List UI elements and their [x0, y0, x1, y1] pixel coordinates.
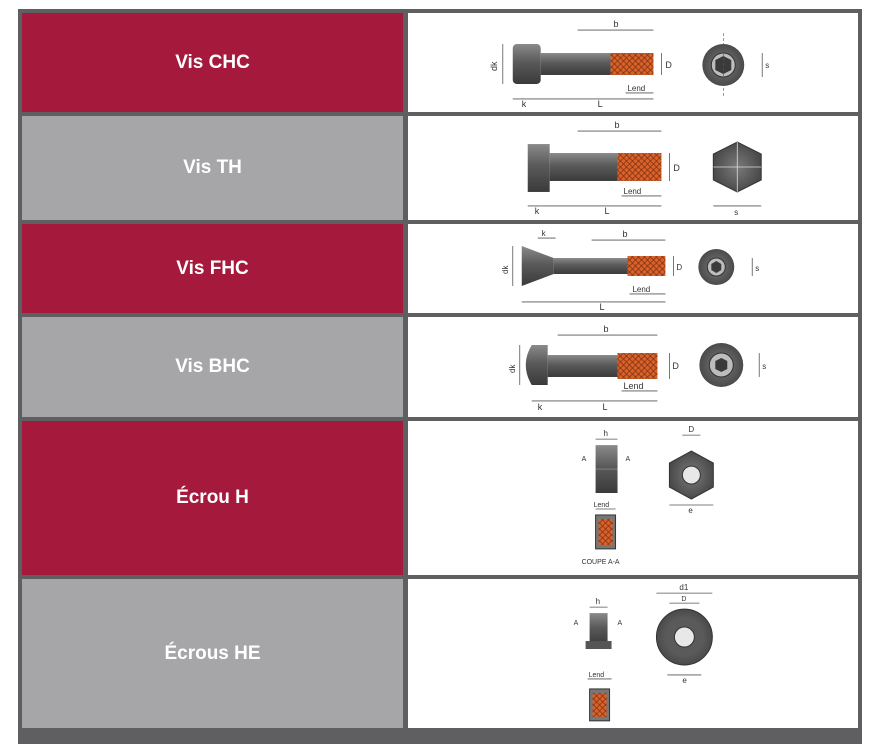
dim-a-right: A	[618, 620, 623, 627]
dim-d1: d1	[679, 583, 688, 592]
row-label-vis-fhc: Vis FHC	[22, 224, 403, 313]
dim-dk: dk	[501, 266, 510, 274]
dim-h: h	[596, 597, 600, 606]
dim-d: D	[676, 263, 682, 272]
dim-e: e	[688, 506, 693, 515]
dim-l: L	[600, 302, 605, 312]
dim-lend: Lend	[594, 502, 610, 509]
dim-s: s	[755, 264, 759, 273]
dim-a-left: A	[574, 620, 579, 627]
dim-h: h	[604, 429, 608, 438]
drawing-ecrou-h: h A A Lend COUPE A-A D e	[408, 421, 858, 575]
dim-lend: Lend	[589, 672, 605, 679]
vis-th-technical-drawing: b D k L Lend s	[527, 120, 762, 217]
dim-k: k	[542, 229, 546, 238]
dim-a-right: A	[626, 456, 631, 463]
dim-k: k	[535, 206, 540, 216]
row-label-vis-chc: Vis CHC	[22, 13, 403, 112]
dim-l: L	[598, 99, 603, 109]
row-label-vis-bhc: Vis BHC	[22, 317, 403, 417]
dim-d: D	[673, 163, 680, 173]
dim-e: e	[682, 676, 687, 685]
drawing-vis-bhc: b dk D k L Lend s	[408, 317, 858, 417]
dim-dk: dk	[508, 365, 517, 373]
dim-b: b	[615, 120, 620, 130]
dim-s: s	[762, 362, 766, 371]
drawing-vis-th: b D k L Lend s	[408, 116, 858, 220]
dim-s: s	[734, 208, 738, 217]
drawing-ecrous-he: h A A Lend d1 D e	[408, 579, 858, 728]
dim-b: b	[604, 324, 609, 334]
dim-lend: Lend	[628, 84, 646, 93]
dim-dk: dk	[489, 61, 499, 71]
row-label-ecrous-he: Écrous HE	[22, 579, 403, 728]
dim-s: s	[765, 61, 769, 70]
drawing-vis-fhc: k b dk D L Lend s	[408, 224, 858, 313]
dim-lend: Lend	[624, 187, 642, 196]
dim-k: k	[538, 402, 543, 412]
row-label-vis-th: Vis TH	[22, 116, 403, 220]
section-label: COUPE A-A	[582, 559, 620, 566]
dim-a-left: A	[582, 456, 587, 463]
vis-chc-technical-drawing: b dk D k L Lend s	[489, 19, 769, 109]
dim-lend: Lend	[633, 285, 651, 294]
dim-l: L	[603, 402, 608, 412]
dim-d: D	[665, 60, 672, 70]
dim-l: L	[605, 206, 610, 216]
dim-d: D	[672, 361, 679, 371]
dim-d: D	[688, 425, 694, 434]
vis-bhc-technical-drawing: b dk D k L Lend s	[508, 324, 766, 412]
dim-lend: Lend	[624, 381, 644, 391]
fastener-table: Vis CHC b dk	[18, 9, 862, 744]
vis-fhc-technical-drawing: k b dk D L Lend s	[501, 229, 759, 312]
ecrous-he-technical-drawing: h A A Lend d1 D e	[574, 583, 713, 722]
dim-b: b	[614, 19, 619, 29]
drawing-vis-chc: b dk D k L Lend s	[408, 13, 858, 112]
dim-k: k	[522, 99, 527, 109]
dim-d: D	[681, 596, 686, 603]
ecrou-h-technical-drawing: h A A Lend COUPE A-A D e	[582, 425, 714, 566]
dim-b: b	[623, 229, 628, 239]
row-label-ecrou-h: Écrou H	[22, 421, 403, 575]
